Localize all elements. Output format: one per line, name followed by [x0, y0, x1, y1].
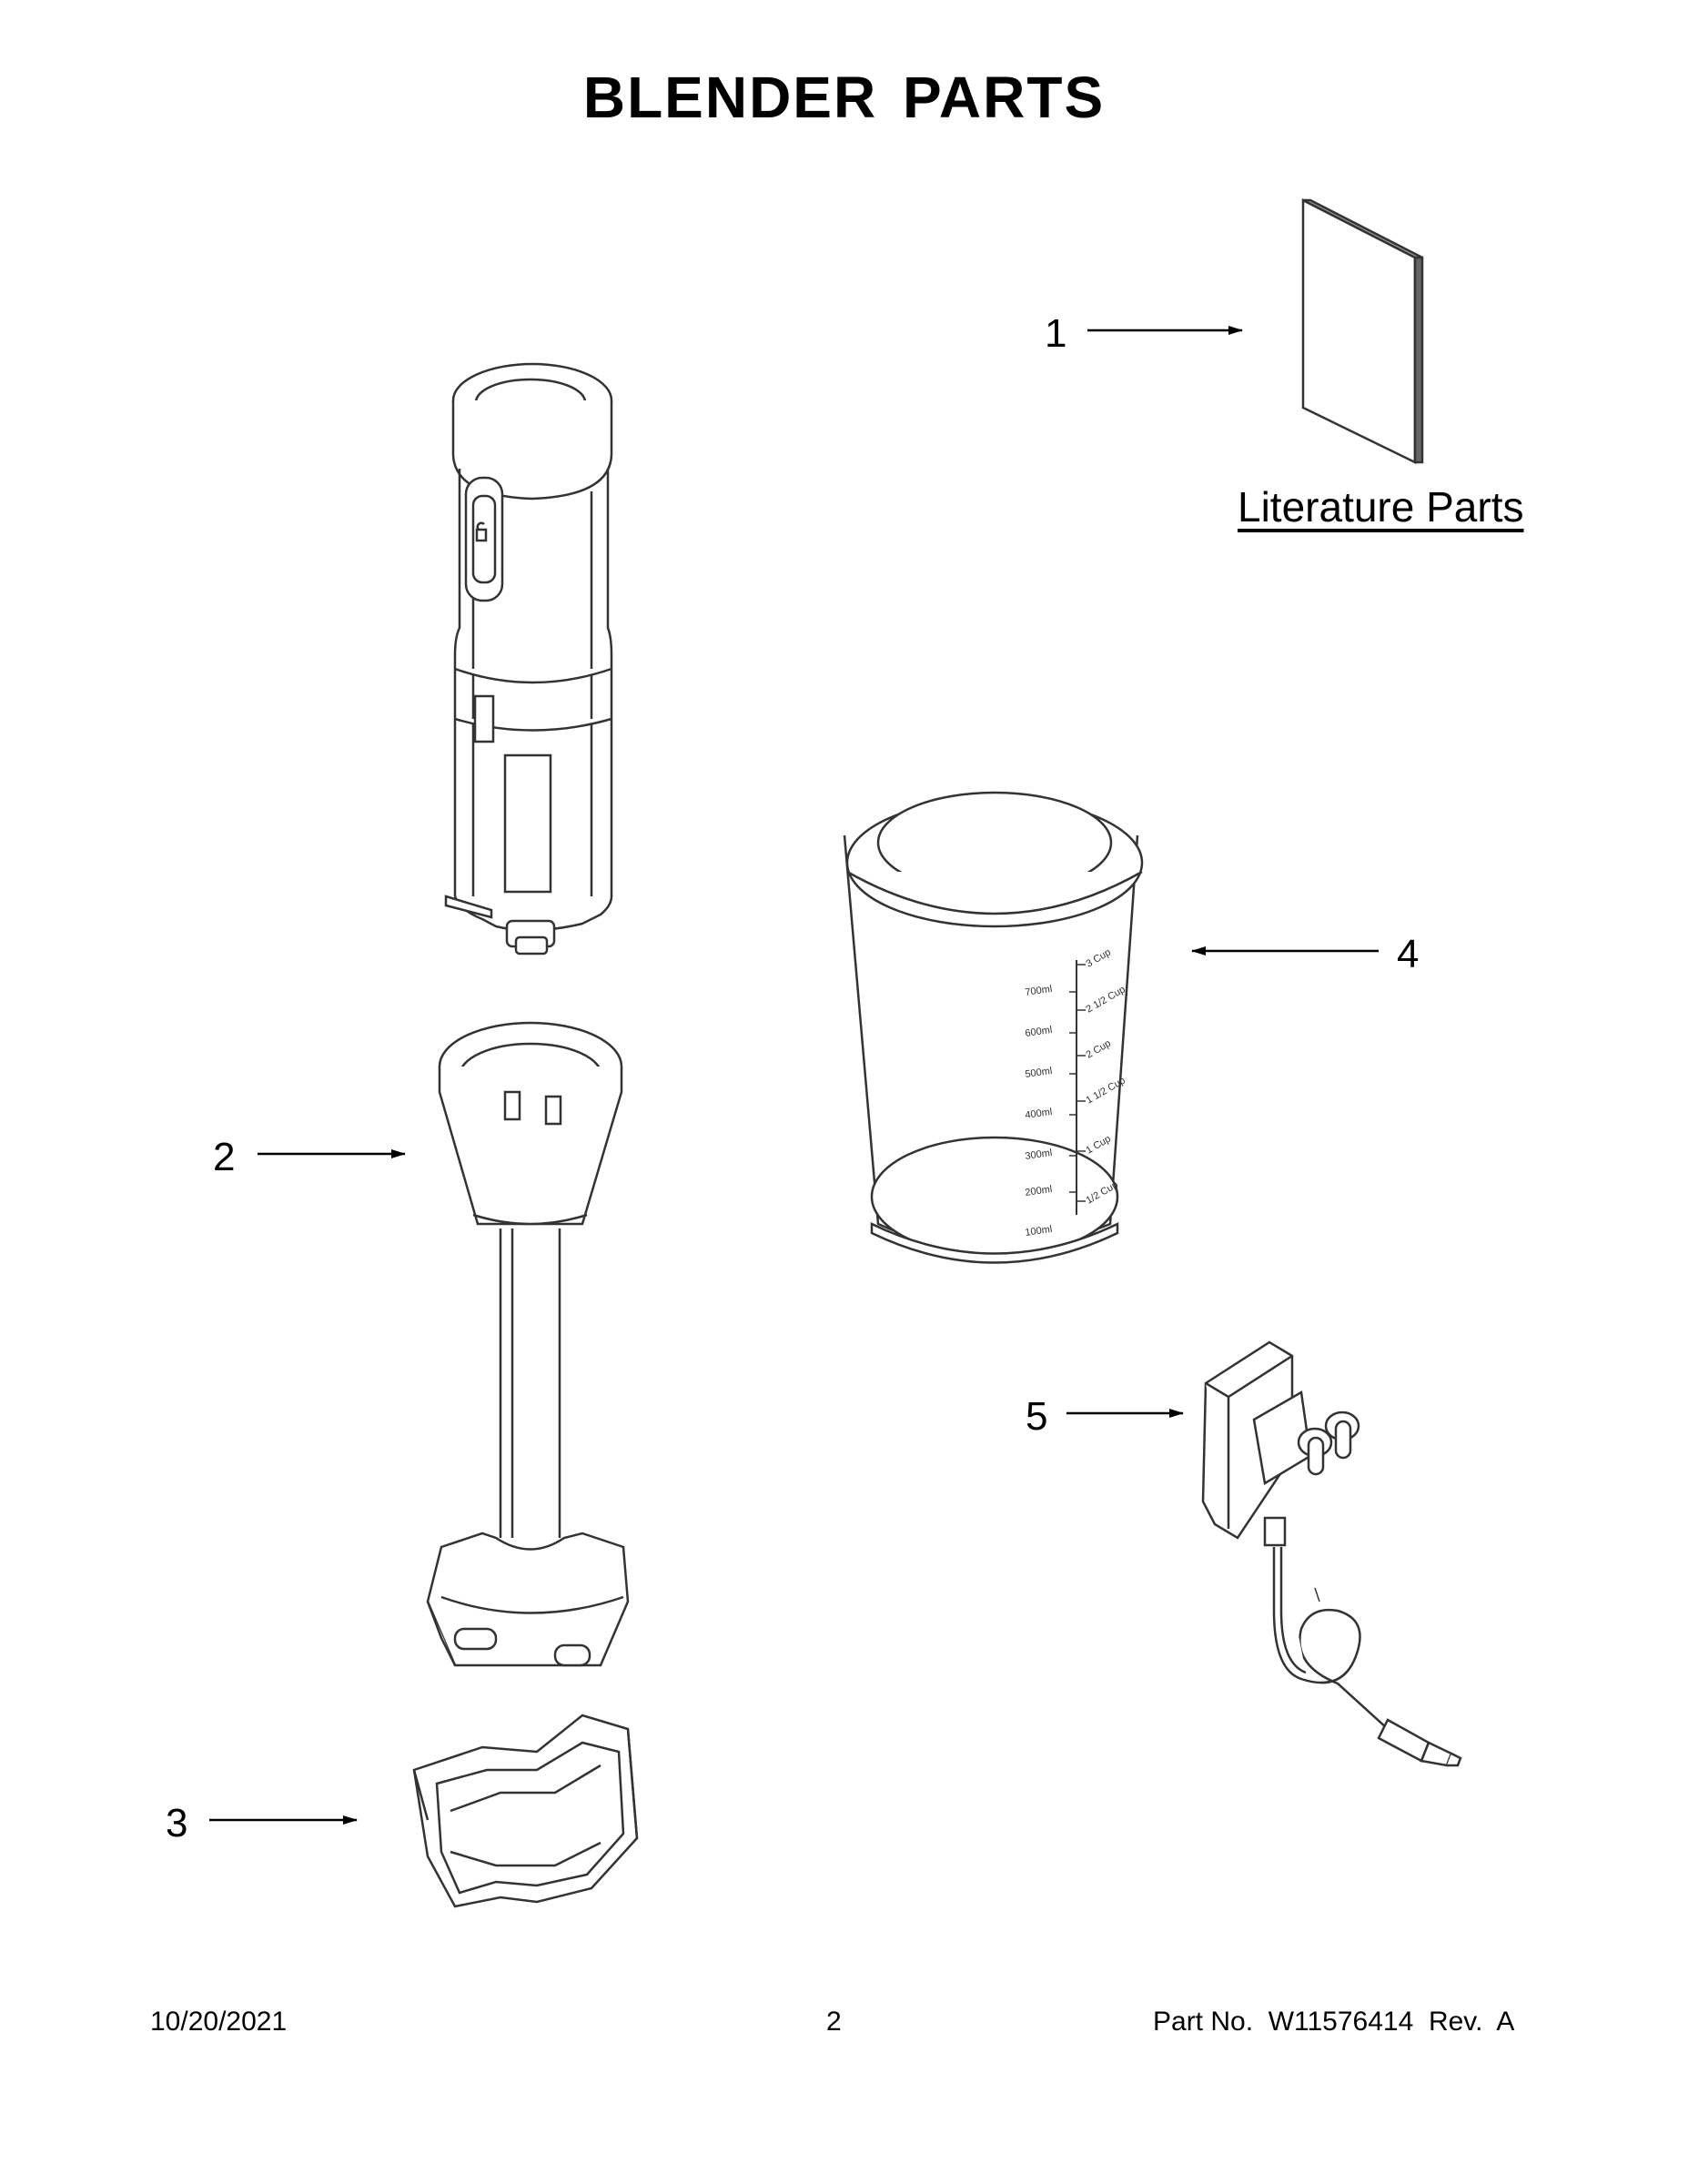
motor-body-icon[interactable] [444, 362, 613, 956]
ml-700: 700ml [1025, 984, 1053, 998]
literature-parts-label: Literature Parts [1238, 483, 1524, 531]
power-adapter-icon[interactable] [1201, 1340, 1462, 1767]
callout-1: 1 [1045, 311, 1067, 356]
blade-guard-icon[interactable] [412, 1714, 639, 1908]
ml-600: 600ml [1025, 1025, 1053, 1039]
ml-500: 500ml [1025, 1066, 1053, 1080]
jar-ml-markings: 700ml 600ml 500ml 400ml 300ml 200ml 100m… [1025, 984, 1053, 1239]
ml-300: 300ml [1025, 1148, 1053, 1162]
footer-page-number: 2 [826, 2007, 842, 2037]
ml-200: 200ml [1025, 1184, 1053, 1198]
callout-4: 4 [1397, 932, 1420, 976]
callout-arrows [209, 326, 1379, 1825]
blending-arm-icon[interactable] [426, 1021, 630, 1667]
ml-100: 100ml [1025, 1224, 1053, 1239]
literature-booklet-icon[interactable] [1301, 197, 1424, 465]
callout-5: 5 [1026, 1394, 1048, 1439]
callout-3: 3 [166, 1801, 188, 1845]
callout-2: 2 [213, 1135, 236, 1179]
page-title: BLENDER PARTS [582, 65, 1106, 130]
footer-part-number: Part No. W11576414 Rev. A [1153, 2007, 1515, 2037]
footer-date: 10/20/2021 [150, 2007, 288, 2037]
blending-jar-icon[interactable]: 700ml 600ml 500ml 400ml 300ml 200ml 100m… [843, 791, 1144, 1264]
ml-400: 400ml [1025, 1107, 1053, 1121]
